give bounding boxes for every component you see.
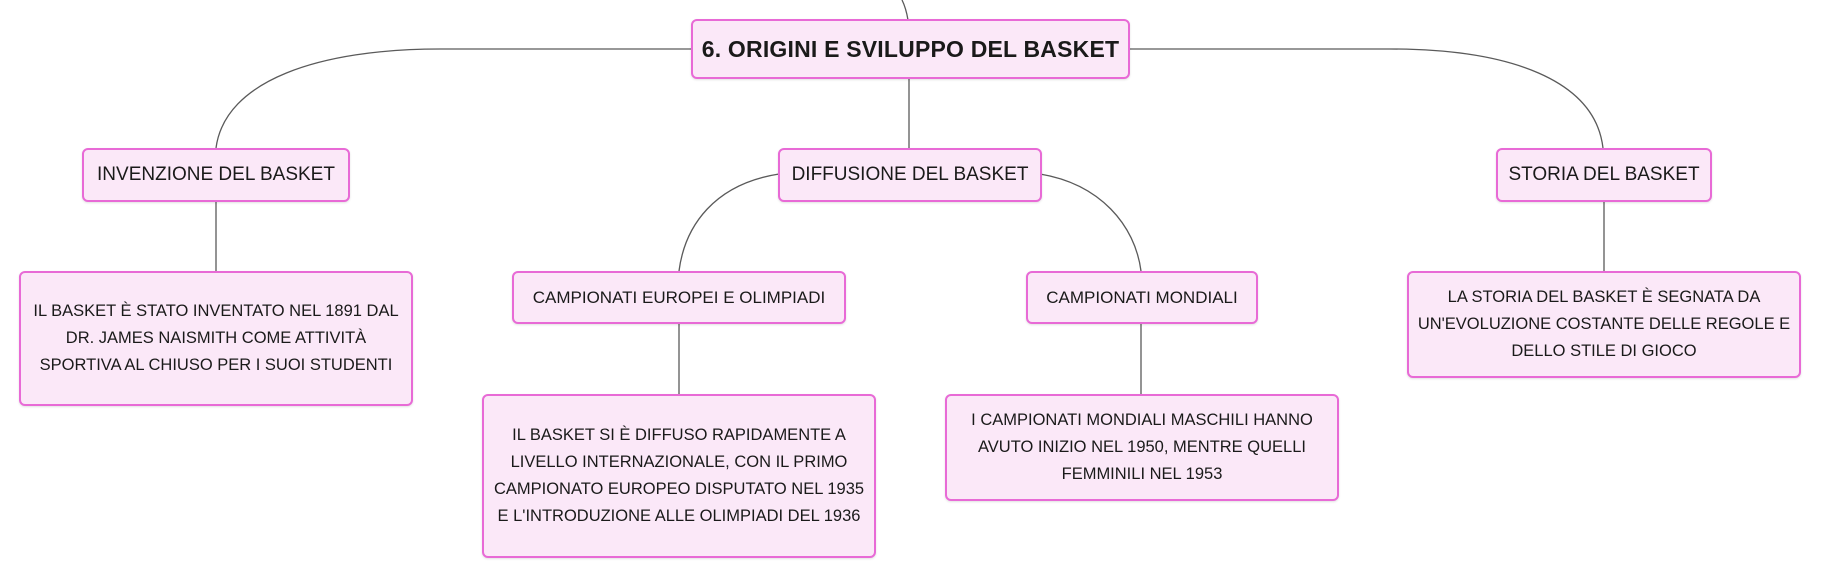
topic-diffusione-label: DIFFUSIONE DEL BASKET <box>791 164 1029 185</box>
detail-campionati-mondiali-text: I CAMPIONATI MONDIALI MASCHILI HANNO AVU… <box>971 411 1313 483</box>
topic-invenzione-label: INVENZIONE DEL BASKET <box>97 164 335 185</box>
topic-storia[interactable]: STORIA DEL BASKET <box>1496 148 1712 202</box>
connector-diffusione-to-mondiali <box>1039 173 1142 272</box>
connector-diffusione-to-europei <box>678 173 780 272</box>
detail-campionati-europei-text: IL BASKET SI È DIFFUSO RAPIDAMENTE A LIV… <box>493 426 865 525</box>
subtopic-campionati-europei-label: CAMPIONATI EUROPEI E OLIMPIADI <box>532 287 826 307</box>
detail-invenzione[interactable]: IL BASKET È STATO INVENTATO NEL 1891 DAL… <box>19 271 413 406</box>
connector-parent-to-root <box>901 0 909 21</box>
connector-root-to-invenzione <box>215 48 692 149</box>
detail-campionati-europei[interactable]: IL BASKET SI È DIFFUSO RAPIDAMENTE A LIV… <box>482 394 876 558</box>
detail-invenzione-text: IL BASKET È STATO INVENTATO NEL 1891 DAL… <box>33 302 399 374</box>
topic-storia-label: STORIA DEL BASKET <box>1508 164 1700 185</box>
detail-campionati-mondiali[interactable]: I CAMPIONATI MONDIALI MASCHILI HANNO AVU… <box>945 394 1339 501</box>
subtopic-campionati-europei[interactable]: CAMPIONATI EUROPEI E OLIMPIADI <box>512 271 846 324</box>
root-topic-label: 6. ORIGINI E SVILUPPO DEL BASKET <box>701 35 1120 62</box>
topic-diffusione[interactable]: DIFFUSIONE DEL BASKET <box>778 148 1042 202</box>
subtopic-campionati-mondiali-label: CAMPIONATI MONDIALI <box>1046 287 1238 307</box>
connector-root-to-storia <box>1130 48 1604 149</box>
subtopic-campionati-mondiali[interactable]: CAMPIONATI MONDIALI <box>1026 271 1258 324</box>
detail-storia[interactable]: LA STORIA DEL BASKET È SEGNATA DA UN'EVO… <box>1407 271 1801 378</box>
topic-invenzione[interactable]: INVENZIONE DEL BASKET <box>82 148 350 202</box>
root-topic[interactable]: 6. ORIGINI E SVILUPPO DEL BASKET <box>691 19 1130 79</box>
detail-storia-text: LA STORIA DEL BASKET È SEGNATA DA UN'EVO… <box>1417 288 1791 360</box>
